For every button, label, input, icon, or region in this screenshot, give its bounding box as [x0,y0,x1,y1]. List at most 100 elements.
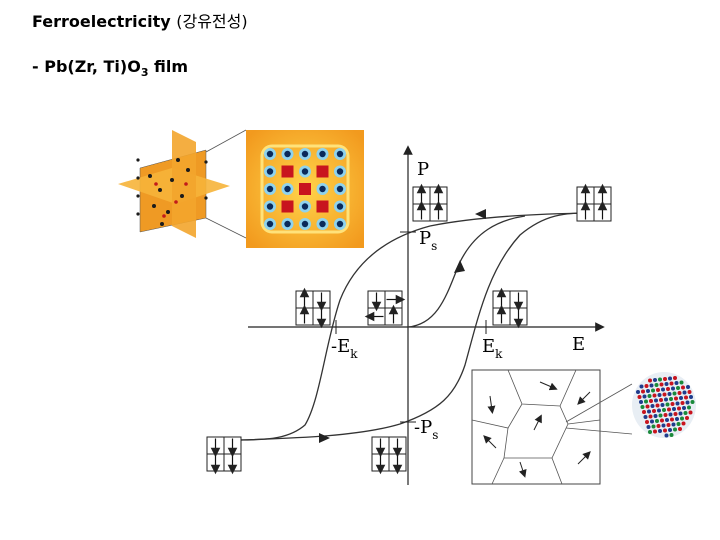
lattice-atom [334,148,346,160]
crystal-atom [668,428,672,432]
crystal-atom [660,418,664,423]
lattice-atom [316,183,329,195]
crystal-atom [681,421,686,426]
polarization-cell-icon [492,287,528,329]
crystal-atom [669,433,674,437]
crystal-atom [641,389,645,394]
crystal-atom [658,413,663,418]
crystal-atom [685,400,690,405]
crystal-atom [677,406,681,411]
crystal-atom [687,390,692,394]
crystal-atom [656,388,660,392]
crystal-atom [639,400,643,404]
crystal-atom [648,414,653,419]
crystal-atom [657,393,662,397]
crystal-atom [651,388,655,393]
crystal-atom [668,412,673,417]
crystal-atom [652,409,656,413]
crystal-atom [673,427,677,432]
crystal-atom [684,395,688,400]
axis-label-p: P [417,159,429,180]
crystal-atom [637,395,642,399]
domain-map-icon [471,369,633,485]
crystal-atom [645,420,649,424]
crystal-atom [650,404,655,408]
crystal-atom [663,413,668,417]
crystal-atom [654,398,658,403]
crystal-atom [673,376,677,380]
title-korean: (강유전성) [176,12,248,31]
point-label-neg-ek: -Ek [331,336,358,361]
lattice-atom [316,218,329,230]
title-main: Ferroelectricity [32,12,171,31]
crystal-atom [640,405,645,409]
crystal-atom [668,376,672,381]
lattice-atom [299,183,311,195]
crystal-atom [690,400,695,404]
crystal-atom [679,380,684,385]
crystal-atom [680,416,684,421]
lattice-atom [264,183,276,195]
crystal-atom [667,392,672,396]
lattice-atom [264,218,276,230]
crystal-atom [661,423,666,428]
crystal-atom [672,391,677,396]
point-label-neg-ps: -Ps [414,417,438,442]
crystal-atom [666,387,670,391]
page-subtitle: - Pb(Zr, Ti)O3 film [32,57,188,79]
crystal-atom [680,401,685,405]
lattice-atom [334,165,346,178]
lattice-atom [264,165,276,178]
crystal-atom [662,392,667,397]
crystal-atom [648,378,652,383]
crystal-atom [689,395,693,399]
subtitle-subscript: 3 [140,66,149,80]
crystal-atom [677,391,682,395]
crystal-atom [642,410,646,414]
crystal-atom [647,394,652,398]
crystal-atom [662,408,666,412]
crystal-atom [678,427,682,431]
crystal-atom [664,433,669,438]
crystal-atom [685,416,689,420]
crystal-atom [665,418,669,422]
lattice-map-icon [246,130,364,248]
lattice-atom [334,200,346,213]
crystal-atom [648,430,652,434]
crystal-atom [644,384,649,388]
crystal-atom [674,381,679,385]
crystal-atom [669,397,673,401]
lattice-atom [281,200,294,213]
lattice-atom [334,183,346,195]
crystal-atom [652,393,657,398]
crystal-atom [663,428,667,433]
lattice-atom [299,218,311,230]
lattice-atom [264,200,276,213]
crystal-atom [642,394,647,399]
lattice-atom [264,148,276,160]
axis-label-e: E [572,334,585,355]
point-label-ek: Ek [482,336,503,361]
crystal-atom [653,414,658,418]
lattice-atom [299,148,311,160]
crystal-atom [653,378,657,382]
crystal-atom [654,383,659,387]
lattice-atom [316,165,329,178]
crystal-atom [656,424,661,428]
crystal-atom [681,385,685,390]
crystal-atom [639,384,644,389]
lattice-atom [316,200,329,213]
crystal-atom [660,403,665,407]
crystal-atom [674,396,678,401]
page-title: Ferroelectricity (강유전성) [32,8,248,32]
crystal-atom [657,408,661,413]
crystal-atom [649,383,654,388]
crystal-atom [688,410,693,415]
crystal-atom [659,398,663,402]
crystal-atom [663,377,667,381]
crystal-atom [666,423,671,427]
crystal-atom [670,402,675,406]
crystal-atom [655,403,660,408]
crystal-atom [646,389,650,393]
